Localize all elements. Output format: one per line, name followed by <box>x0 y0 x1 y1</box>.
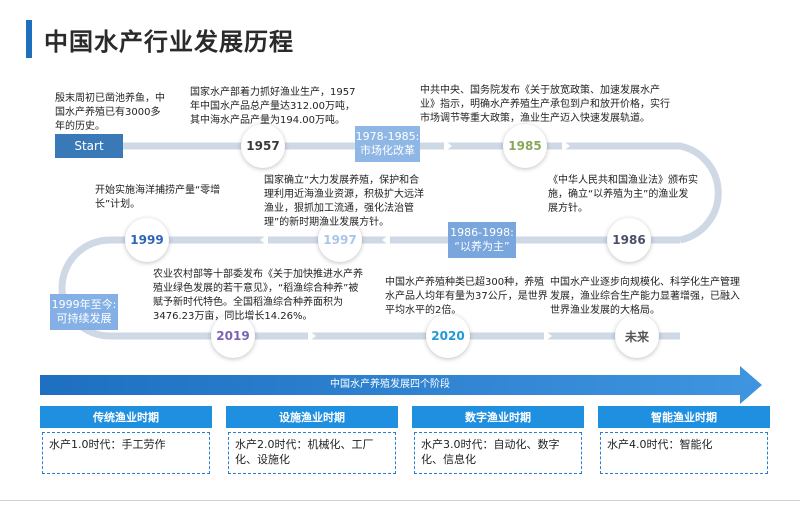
arrow-left-2 <box>382 234 390 246</box>
node-year: 未来 <box>624 329 649 344</box>
note-1997: 国家确立“大力发展养殖，保护和合理利用近海渔业资源，积极扩大远洋渔业，狠抓加工流… <box>264 175 424 228</box>
era-label-1978: 1978-1985:市场化改革 <box>355 126 420 162</box>
era-name: 市场化改革 <box>359 144 415 157</box>
node-1957: 1957 <box>241 124 285 168</box>
era-name: “以养为主” <box>454 240 510 253</box>
node-1985: 1985 <box>503 124 547 168</box>
stage-head-facility: 设施渔业时期 <box>226 406 398 428</box>
stage-head-smart: 智能渔业时期 <box>598 406 770 428</box>
node-year: 1957 <box>246 139 280 153</box>
node-1997: 1997 <box>318 218 362 262</box>
node-year: 2019 <box>216 329 250 343</box>
era-years: 1986-1998: <box>450 226 514 239</box>
start-button: Start <box>55 134 123 158</box>
era-name: 可持续发展 <box>56 312 112 325</box>
node-year: 2020 <box>431 329 465 343</box>
stages-arrow-label: 中国水产养殖发展四个阶段 <box>330 379 450 390</box>
node-year: 1997 <box>323 233 357 247</box>
footer-divider <box>0 500 800 501</box>
note-1986: 《中华人民共和国渔业法》颁布实施，确立“以养殖为主”的渔业发展方针。 <box>548 175 698 214</box>
node-year: 1999 <box>130 233 164 247</box>
node-future: 未来 <box>615 314 659 358</box>
node-year: 1985 <box>508 139 542 153</box>
node-2019: 2019 <box>211 314 255 358</box>
track-row-1 <box>123 142 722 244</box>
stage-body-facility: 水产2.0时代：机械化、工厂化、设施化 <box>228 432 396 474</box>
era-years: 1999年至今: <box>51 298 117 311</box>
arrow-right-2 <box>562 140 570 152</box>
page-title: 中国水产行业发展历程 <box>44 28 294 56</box>
node-1986: 1986 <box>607 218 651 262</box>
era-label-1999: 1999年至今:可持续发展 <box>50 294 118 330</box>
arrow-left-1 <box>260 234 268 246</box>
start-note: 殷末周初已凿池养鱼，中国水产养殖已有3000多年的历史。 <box>55 93 165 132</box>
stage-head-traditional: 传统渔业时期 <box>40 406 212 428</box>
note-1957: 国家水产部着力抓好渔业生产，1957年中国水产品总产量达312.00万吨，其中海… <box>190 87 356 126</box>
era-label-1986: 1986-1998:“以养为主” <box>448 222 516 258</box>
stage-body-digital: 水产3.0时代：自动化、数字化、信息化 <box>414 432 582 474</box>
stage-body-traditional: 水产1.0时代：手工劳作 <box>42 432 210 474</box>
note-1999: 开始实施海洋捕捞产量“零增长”计划。 <box>95 185 221 210</box>
stages-arrow-band <box>40 366 762 404</box>
era-years: 1978-1985: <box>355 130 420 143</box>
stage-body-smart: 水产4.0时代：智能化 <box>600 432 768 474</box>
title-accent-bar <box>26 20 32 58</box>
arrow-right-4 <box>544 330 552 342</box>
arrow-right-3 <box>308 330 316 342</box>
stage-head-digital: 数字渔业时期 <box>412 406 584 428</box>
arrow-right-1 <box>444 140 452 152</box>
track-row-2 <box>58 236 680 340</box>
node-year: 1986 <box>612 233 646 247</box>
node-1999: 1999 <box>125 218 169 262</box>
note-1985: 中共中央、国务院发布《关于放宽政策、加速发展水产业》指示，明确水产养殖生产承包到… <box>420 85 670 124</box>
note-2020: 中国水产养殖种类已超300种，养殖水产品人均年有量为37公斤，是世界平均水平的2… <box>385 277 548 316</box>
note-future: 中国水产业逐步向规模化、科学化生产管理发展，渔业综合生产能力显著增强，已融入世界… <box>550 277 740 316</box>
note-2019: 农业农村部等十部委发布《关于加快推进水产养殖业绿色发展的若干意见》，“稻渔综合种… <box>153 269 363 322</box>
node-2020: 2020 <box>426 314 470 358</box>
